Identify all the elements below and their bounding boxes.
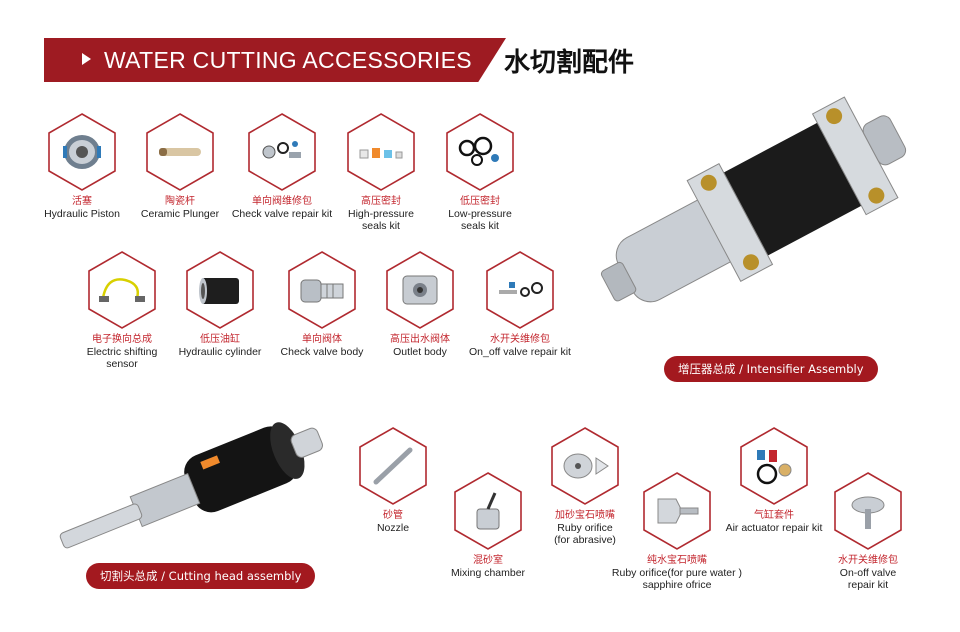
product-hydraulic-cylinder[interactable]: 低压油缸 Hydraulic cylinder <box>150 250 290 358</box>
item-en-label: Ruby orifice(for pure water ) sapphire o… <box>611 567 743 591</box>
product-air-actuator-repair-kit[interactable]: 气缸套件 Air actuator repair kit <box>704 426 844 534</box>
cutting-head-assembly-image <box>40 414 350 564</box>
check-valve-kit-icon <box>247 112 317 192</box>
plunger-icon <box>145 112 215 192</box>
item-en-label: Hydraulic cylinder <box>178 346 262 358</box>
item-en-label: Mixing chamber <box>450 567 526 579</box>
play-arrow-icon <box>82 53 91 65</box>
product-electric-shifting-sensor[interactable]: 电子换向总成 Electric shifting sensor <box>52 250 192 370</box>
ruby-orifice-water-icon <box>642 471 712 551</box>
hp-seals-icon <box>346 112 416 192</box>
item-cn-label: 混砂室 <box>473 555 503 566</box>
banner-title-cn: 水切割配件 <box>504 48 635 78</box>
item-cn-label: 高压密封 <box>361 196 401 207</box>
check-valve-body-icon <box>287 250 357 330</box>
product-low-pressure-seals-kit[interactable]: 低压密封 Low-pressure seals kit <box>410 112 550 232</box>
item-en-label: Outlet body <box>393 346 447 358</box>
intensifier-assembly-label: 增压器总成 / Intensifier Assembly <box>664 356 878 382</box>
product-high-pressure-seals-kit[interactable]: 高压密封 High-pressure seals kit <box>311 112 451 232</box>
item-en-label: Check valve body <box>280 346 364 358</box>
product-nozzle[interactable]: 砂管 Nozzle <box>323 426 463 534</box>
onoff-kit-icon <box>485 250 555 330</box>
item-cn-label: 高压出水阀体 <box>390 334 450 345</box>
cylinder-icon <box>185 250 255 330</box>
item-cn-label: 单向阀维修包 <box>252 196 312 207</box>
banner-title-en: WATER CUTTING ACCESSORIES <box>104 47 472 73</box>
item-cn-label: 陶瓷杆 <box>165 196 195 207</box>
item-cn-label: 低压油缸 <box>200 334 240 345</box>
product-onoff-valve-repair-kit-bottom[interactable]: 水开关维修包 On-off valve repair kit <box>798 471 938 591</box>
ruby-orifice-abrasive-icon <box>550 426 620 506</box>
item-cn-label: 水开关维修包 <box>490 334 550 345</box>
item-en-label: Low-pressure seals kit <box>448 208 512 232</box>
item-en-label: Electric shifting sensor <box>86 346 158 370</box>
sensor-icon <box>87 250 157 330</box>
item-en-label: Hydraulic Piston <box>44 208 120 220</box>
item-cn-label: 气缸套件 <box>754 510 794 521</box>
intensifier-assembly-image <box>584 66 914 336</box>
cutting-head-assembly-label: 切割头总成 / Cutting head assembly <box>86 563 316 589</box>
product-onoff-valve-repair-kit[interactable]: 水开关维修包 On_off valve repair kit <box>450 250 590 358</box>
item-en-label: Air actuator repair kit <box>725 522 823 534</box>
lp-seals-icon <box>445 112 515 192</box>
item-cn-label: 单向阀体 <box>302 334 342 345</box>
item-en-label: High-pressure seals kit <box>348 208 414 232</box>
item-cn-label: 加砂宝石喷嘴 <box>555 510 615 521</box>
item-en-label: Check valve repair kit <box>231 208 333 220</box>
item-cn-label: 水开关维修包 <box>838 555 898 566</box>
product-ruby-orifice-pure-water[interactable]: 纯水宝石喷嘴 Ruby orifice(for pure water ) sap… <box>607 471 747 591</box>
product-outlet-body[interactable]: 高压出水阀体 Outlet body <box>350 250 490 358</box>
product-check-valve-body[interactable]: 单向阀体 Check valve body <box>252 250 392 358</box>
item-en-label: Ruby orifice (for abrasive) <box>554 522 616 546</box>
product-mixing-chamber[interactable]: 混砂室 Mixing chamber <box>418 471 558 579</box>
item-cn-label: 电子换向总成 <box>92 334 152 345</box>
onoff-valve-icon <box>833 471 903 551</box>
outlet-body-icon <box>385 250 455 330</box>
nozzle-icon <box>358 426 428 506</box>
item-cn-label: 活塞 <box>72 196 92 207</box>
item-en-label: On_off valve repair kit <box>469 346 571 358</box>
air-actuator-icon <box>739 426 809 506</box>
mixing-chamber-icon <box>453 471 523 551</box>
piston-icon <box>47 112 117 192</box>
product-check-valve-repair-kit[interactable]: 单向阀维修包 Check valve repair kit <box>212 112 352 220</box>
title-banner: WATER CUTTING ACCESSORIES <box>44 38 506 82</box>
item-cn-label: 砂管 <box>383 510 403 521</box>
item-cn-label: 低压密封 <box>460 196 500 207</box>
product-ceramic-plunger[interactable]: 陶瓷杆 Ceramic Plunger <box>110 112 250 220</box>
product-ruby-orifice-abrasive[interactable]: 加砂宝石喷嘴 Ruby orifice (for abrasive) <box>515 426 655 546</box>
item-cn-label: 纯水宝石喷嘴 <box>647 555 707 566</box>
item-en-label: Ceramic Plunger <box>140 208 220 220</box>
item-en-label: Nozzle <box>376 522 410 534</box>
item-en-label: On-off valve repair kit <box>839 567 897 591</box>
product-hydraulic-piston[interactable]: 活塞 Hydraulic Piston <box>12 112 152 220</box>
